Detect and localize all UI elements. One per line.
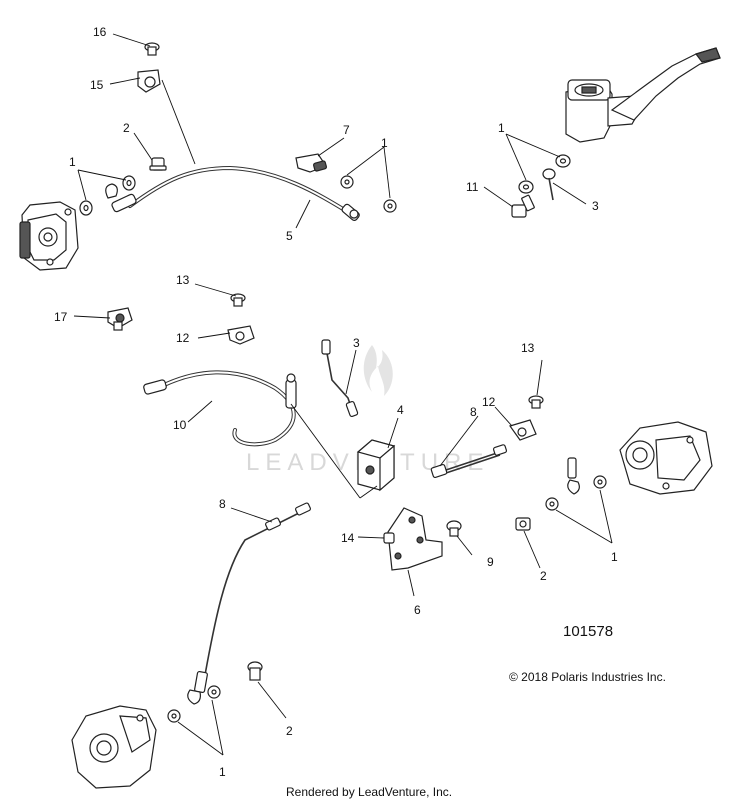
callout-10: 10 <box>173 418 187 432</box>
brake-line-8-lower <box>187 502 311 705</box>
callout-8: 8 <box>219 497 226 511</box>
hose-clip-15 <box>137 69 161 93</box>
washer <box>559 158 567 164</box>
banjo-fitting-3-upper <box>542 168 556 201</box>
brake-hose-10 <box>143 370 297 447</box>
callout-12: 12 <box>176 331 190 345</box>
brake-line-3-mid <box>321 339 359 417</box>
callout-3: 3 <box>353 336 360 350</box>
callout-1: 1 <box>611 550 618 564</box>
clip-12-right <box>509 419 537 441</box>
callout-13: 13 <box>521 341 535 355</box>
callout-7: 7 <box>343 123 350 137</box>
callout-5: 5 <box>286 229 293 243</box>
screw-13-left <box>230 293 246 307</box>
copyright-notice: © 2018 Polaris Industries Inc. <box>509 670 666 684</box>
callout-16: 16 <box>93 25 107 39</box>
screw-16 <box>144 42 160 56</box>
bolt-11 <box>511 194 535 218</box>
washer <box>387 203 393 209</box>
callout-2: 2 <box>123 121 130 135</box>
callout-1: 1 <box>69 155 76 169</box>
rear-caliper <box>71 705 157 789</box>
screw-9 <box>446 520 462 537</box>
callout-12: 12 <box>482 395 496 409</box>
callout-1: 1 <box>498 121 505 135</box>
washer <box>83 204 89 212</box>
washer <box>344 179 350 185</box>
washer <box>549 501 555 507</box>
banjo-bolt-right <box>515 517 531 531</box>
front-left-caliper <box>19 201 79 271</box>
brake-line-8-mid <box>430 444 508 478</box>
callout-4: 4 <box>397 403 404 417</box>
clamp-17 <box>107 307 133 331</box>
screw-13-right <box>528 395 544 409</box>
leader-lines <box>73 33 613 756</box>
master-cylinder <box>565 47 721 143</box>
junction-block-4 <box>356 439 396 492</box>
drawing-number: 101578 <box>563 623 613 640</box>
callout-2: 2 <box>286 724 293 738</box>
callout-17: 17 <box>54 310 68 324</box>
callout-14: 14 <box>341 531 355 545</box>
banjo-bolt-lower <box>247 661 263 681</box>
washer <box>171 713 177 719</box>
callout-15: 15 <box>90 78 104 92</box>
brake-hose-front-upper <box>105 165 360 221</box>
callout-1: 1 <box>381 136 388 150</box>
washer <box>126 179 132 187</box>
brake-line-3-right <box>567 457 580 495</box>
washer <box>211 689 217 695</box>
callout-2: 2 <box>540 569 547 583</box>
washer <box>522 184 530 190</box>
callout-9: 9 <box>487 555 494 569</box>
callout-11: 11 <box>466 180 479 194</box>
clip-12-left <box>227 325 255 345</box>
callout-8: 8 <box>470 405 477 419</box>
callouts: 16 15 2 7 1 1 5 1 11 3 13 17 12 3 13 4 1… <box>54 25 618 779</box>
callout-6: 6 <box>414 603 421 617</box>
bracket-6 <box>387 507 443 571</box>
banjo-bolt <box>149 157 167 171</box>
bolt-14 <box>383 532 395 544</box>
callout-3: 3 <box>592 199 599 213</box>
rendered-by-credit: Rendered by LeadVenture, Inc. <box>286 785 452 799</box>
callout-13: 13 <box>176 273 190 287</box>
callout-1: 1 <box>219 765 226 779</box>
washer <box>597 479 603 485</box>
fitting-7 <box>295 153 327 173</box>
front-right-caliper <box>619 421 713 495</box>
